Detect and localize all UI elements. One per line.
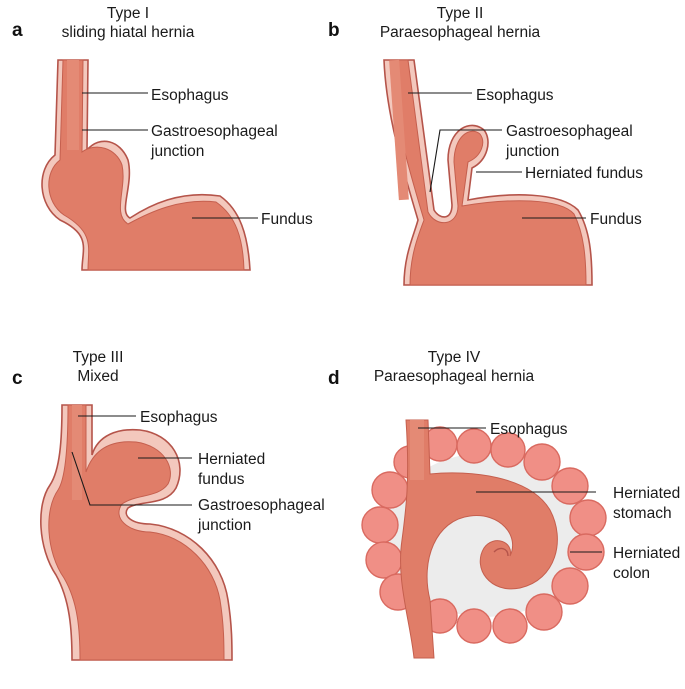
panel-c: c Type III Mixed Esophagus Herniated fun… [12,349,325,661]
label-ge-junction-b-line1: Gastroesophageal [506,123,633,140]
panel-d-title-line2: Paraesophageal hernia [374,368,535,385]
label-ge-junction-a-line1: Gastroesophageal [151,123,278,140]
stomach-illustration-c [40,404,233,661]
panel-a: a Type I sliding hiatal hernia Esophagus… [12,5,313,271]
label-esophagus-a: Esophagus [151,87,229,104]
stomach-illustration-b [383,59,593,286]
panel-c-title-line1: Type III [73,349,124,366]
panel-a-title-line2: sliding hiatal hernia [62,24,195,41]
panel-d-title-line1: Type IV [428,349,481,366]
panel-c-title-line2: Mixed [77,368,118,385]
label-ge-junction-c-line2: junction [197,517,251,534]
panel-b: b Type II Paraesophageal hernia Esophagu… [328,5,643,286]
panel-letter-a: a [12,20,23,41]
panel-d: d Type IV Paraesophageal hernia [328,349,680,659]
label-herniated-colon-d-line1: Herniated [613,545,680,562]
label-ge-junction-b-line2: junction [505,143,559,160]
panel-b-title-line1: Type II [437,5,484,22]
label-herniated-stomach-d-line1: Herniated [613,485,680,502]
label-fundus-a: Fundus [261,211,313,228]
panel-letter-c: c [12,368,23,389]
label-herniated-fundus-c-line2: fundus [198,471,245,488]
label-herniated-fundus-b: Herniated fundus [525,165,643,182]
label-herniated-stomach-d-line2: stomach [613,505,672,522]
panel-b-title-line2: Paraesophageal hernia [380,24,541,41]
label-esophagus-d: Esophagus [490,421,568,438]
label-fundus-b: Fundus [590,211,642,228]
leader-ge-junction-c [71,451,192,506]
panel-a-title-line1: Type I [107,5,149,22]
leader-ge-junction-b [429,129,502,193]
herniated-colon-illustration [361,426,607,644]
label-ge-junction-c-line1: Gastroesophageal [198,497,325,514]
label-herniated-colon-d-line2: colon [613,565,650,582]
label-esophagus-b: Esophagus [476,87,554,104]
label-herniated-fundus-c-line1: Herniated [198,451,265,468]
label-esophagus-c: Esophagus [140,409,218,426]
herniated-stomach-illustration [400,419,558,659]
panel-letter-b: b [328,20,340,41]
panel-letter-d: d [328,368,340,389]
label-ge-junction-a-line2: junction [150,143,204,160]
